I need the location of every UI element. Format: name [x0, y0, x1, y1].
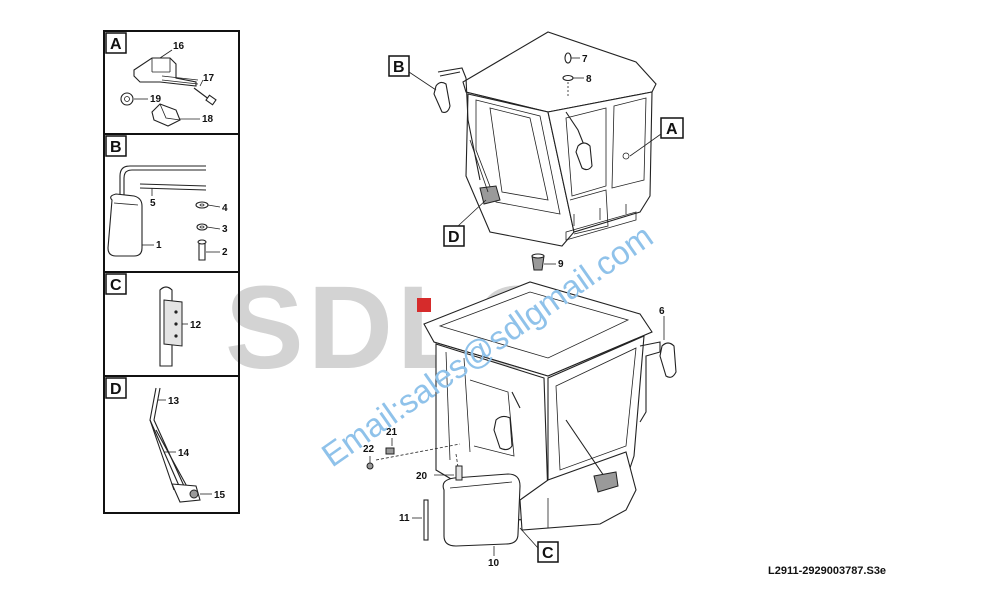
part-3: 3	[222, 224, 228, 235]
part-16: 16	[173, 41, 185, 52]
detail-panel-c: C 12	[105, 273, 202, 367]
part-7: 7	[582, 54, 588, 65]
panel-label-c: C	[110, 277, 122, 294]
watermark-red-square	[417, 298, 431, 312]
svg-text:D: D	[448, 229, 460, 246]
part-9-assembly: 9	[531, 253, 564, 271]
part-6: 6	[659, 306, 665, 317]
part-1: 1	[156, 240, 162, 251]
upper-cab: 7 8	[433, 31, 657, 247]
part-9: 9	[558, 259, 564, 270]
svg-text:C: C	[542, 545, 554, 562]
detail-panel-d: D 13 14 15	[105, 377, 226, 503]
part-13: 13	[168, 396, 180, 407]
part-5: 5	[150, 198, 156, 209]
part-10: 10	[488, 558, 500, 569]
panel-label-a: A	[110, 36, 122, 53]
part-11: 11	[399, 513, 410, 524]
part-19: 19	[150, 94, 162, 105]
part-15: 15	[214, 490, 226, 501]
callout-a: A	[629, 117, 684, 157]
detail-panels: A 16 17 19 18 B	[103, 30, 240, 514]
part-18: 18	[202, 114, 214, 125]
part-8: 8	[586, 74, 592, 85]
panel-label-d: D	[110, 381, 122, 398]
lower-cab: 6 21 22 20 11 10	[363, 281, 677, 569]
svg-text:A: A	[666, 121, 678, 138]
callout-c: C	[519, 527, 559, 563]
detail-panel-b: B 5 4 3 1 2	[105, 135, 228, 261]
svg-text:B: B	[393, 59, 405, 76]
part-17: 17	[203, 73, 215, 84]
part-20: 20	[416, 471, 428, 482]
part-2: 2	[222, 247, 228, 258]
callout-b: B	[388, 55, 437, 91]
detail-panel-a: A 16 17 19 18	[105, 32, 217, 127]
part-12: 12	[190, 320, 202, 331]
callout-d: D	[443, 199, 487, 247]
part-14: 14	[178, 448, 190, 459]
drawing-code: L2911-2929003787.S3e	[768, 565, 886, 577]
part-4: 4	[222, 203, 228, 214]
part-21: 21	[386, 427, 398, 438]
part-22: 22	[363, 444, 375, 455]
panel-label-b: B	[110, 139, 122, 156]
